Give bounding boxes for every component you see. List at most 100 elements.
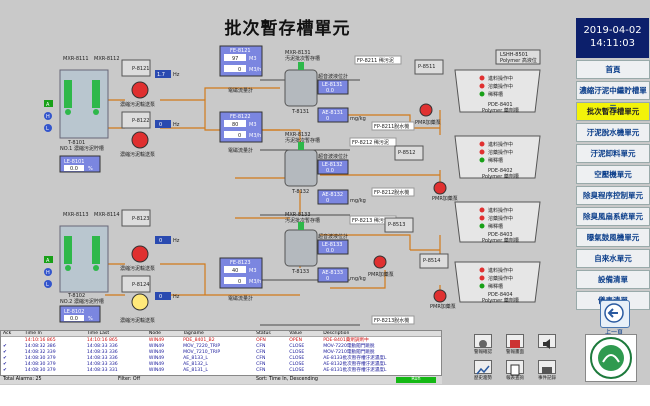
svg-text:T-8132: T-8132 xyxy=(291,189,309,195)
col-time-in[interactable]: Time In xyxy=(22,331,85,337)
alarm-summary-table[interactable]: Ack Time In Time Last Node Tagname Statu… xyxy=(0,330,442,376)
history-trend-icon xyxy=(476,365,490,375)
svg-text:H: H xyxy=(46,114,50,120)
svg-text:M3: M3 xyxy=(249,56,257,62)
batch-tank-8133[interactable]: MXR-8133 汚泥批次暫存槽 T-8133 超音波液位計 LE-8133 0… xyxy=(284,212,366,283)
svg-text:PMR加藥泵: PMR加藥泵 xyxy=(432,195,458,202)
batch-tank-8131[interactable]: MXR-8131 汚泥批次暫存槽 T-8131 超音波液位計 LE-8131 0… xyxy=(284,50,366,123)
pde-tank-8404[interactable]: 進料操作中 溶藥操作中 稀釋槽 PDE-8404 Polymer 藥劑槽 xyxy=(454,261,541,304)
mixer-8131-icon xyxy=(298,62,304,70)
tool-buttons: 警報確認 警報畫面 歷史趨勢 報表查詢 事件記錄 xyxy=(466,334,576,384)
pmr-pump-8514[interactable]: P-8514 PMR加藥泵 xyxy=(419,253,456,310)
svg-text:T-8131: T-8131 xyxy=(291,109,309,115)
mixer-8111-icon[interactable] xyxy=(64,80,72,108)
col-description[interactable]: Description xyxy=(321,331,441,337)
report-button[interactable] xyxy=(506,360,524,376)
svg-text:LE-8132: LE-8132 xyxy=(322,162,342,168)
alarm-ack-icon xyxy=(479,340,487,348)
mixer-8112-icon[interactable] xyxy=(92,80,100,108)
fp-labels: FP-8211 稀污泥 FP-8212 稀污泥 FP-8213 稀污泥 FP-8… xyxy=(349,55,415,325)
svg-text:1.7: 1.7 xyxy=(157,72,165,78)
mixer-8114-icon[interactable] xyxy=(92,236,100,264)
total-alarms: Total Alarms: 25 xyxy=(3,377,42,382)
nav-batch-storage[interactable]: 批次暫存槽單元 xyxy=(576,102,650,121)
pmr-pump-8511[interactable]: P-8511 PMR加藥泵 xyxy=(414,59,444,126)
nav-tap-water[interactable]: 自來水單元 xyxy=(576,249,650,268)
svg-text:濃縮污泥輸送泵: 濃縮污泥輸送泵 xyxy=(120,265,155,272)
alarm-screen-icon xyxy=(510,340,520,348)
mixer-8113-icon[interactable] xyxy=(64,236,72,264)
pump-8124[interactable]: P-8124 0 Hz 濃縮污泥輸送泵 xyxy=(120,275,180,324)
col-time-last[interactable]: Time Last xyxy=(84,331,147,337)
flowmeter-8121: FE-8121 97 M3 0 M3/h 電磁流量計 xyxy=(219,45,263,94)
nav-deodor-ctrl[interactable]: 除臭程序控制單元 xyxy=(576,186,650,205)
svg-text:FP-8211脫水機: FP-8211脫水機 xyxy=(374,123,409,130)
alarm-ack-button[interactable] xyxy=(474,334,492,348)
batch-tank-8132[interactable]: MXR-8132 汚泥批次暫存槽 T-8132 超音波液位計 LE-8132 0… xyxy=(284,132,366,205)
pmr-pump-8512[interactable]: P-8512 PMR加藥泵 xyxy=(394,145,458,202)
svg-text:Polymer 藥劑槽: Polymer 藥劑槽 xyxy=(482,237,519,244)
back-arrow-icon xyxy=(604,303,624,323)
col-node[interactable]: Node xyxy=(146,331,182,337)
svg-text:超音波液位計: 超音波液位計 xyxy=(318,233,348,240)
svg-text:進料操作中: 進料操作中 xyxy=(488,207,513,214)
pmr-8512-status-icon xyxy=(433,181,447,195)
col-tagname[interactable]: Tagname xyxy=(181,331,255,337)
col-status[interactable]: Status xyxy=(254,331,288,337)
svg-text:稀釋槽: 稀釋槽 xyxy=(488,157,503,164)
nav-aeration-blower[interactable]: 曝氣鼓風機單元 xyxy=(576,228,650,247)
alarm-screen-button[interactable] xyxy=(506,334,524,348)
svg-text:濃縮污泥輸送泵: 濃縮污泥輸送泵 xyxy=(120,151,155,158)
pump-8123[interactable]: P-8123 0 Hz 濃縮污泥輸送泵 xyxy=(120,209,180,272)
svg-text:FP-8212 稀污泥: FP-8212 稀污泥 xyxy=(352,139,389,146)
nav-unloading[interactable]: 汙泥卸料單元 xyxy=(576,144,650,163)
svg-text:mg/kg: mg/kg xyxy=(350,116,366,122)
svg-text:電磁流量計: 電磁流量計 xyxy=(228,147,253,154)
svg-text:MXR-8132: MXR-8132 xyxy=(285,132,311,138)
svg-text:FP-8213 稀污泥: FP-8213 稀污泥 xyxy=(352,217,389,224)
svg-text:PMR加藥泵: PMR加藥泵 xyxy=(415,119,441,126)
nav-equipment-list[interactable]: 設備清單 xyxy=(576,270,650,289)
nav-air-compressor[interactable]: 空壓機單元 xyxy=(576,165,650,184)
nav-thick-sludge[interactable]: 濃縮汙泥中繼貯槽單元 xyxy=(576,81,650,113)
nav-deodor-fan[interactable]: 除臭風扇系統單元 xyxy=(576,207,650,226)
lshh-8501: LSHH-8501 Polymer 高液位 xyxy=(495,49,541,65)
back-button[interactable] xyxy=(600,300,630,328)
svg-text:稀釋槽: 稀釋槽 xyxy=(488,91,503,98)
tank-name-8101: NO.1 濃縮污泥貯槽 xyxy=(60,145,104,152)
alarm-status-bar: Total Alarms: 25 Filter: Off Sort: Time … xyxy=(0,376,442,384)
svg-text:汚泥批次暫存槽: 汚泥批次暫存槽 xyxy=(285,217,320,224)
svg-text:M3/h: M3/h xyxy=(249,133,261,139)
svg-text:進料操作中: 進料操作中 xyxy=(488,267,513,274)
pump-8121[interactable]: P-8121 1.7 Hz 濃縮污泥輸送泵 xyxy=(120,59,180,108)
svg-text:溶藥操作中: 溶藥操作中 xyxy=(488,149,513,156)
report-icon xyxy=(510,364,520,376)
pde-tank-8401[interactable]: 進料操作中 溶藥操作中 稀釋槽 PDE-8401 Polymer 藥劑槽 xyxy=(454,69,541,114)
svg-text:AE-8132: AE-8132 xyxy=(322,192,343,198)
footer-margin xyxy=(0,385,650,406)
svg-text:超音波液位計: 超音波液位計 xyxy=(318,73,348,80)
svg-text:PDE-8401: PDE-8401 xyxy=(488,102,513,108)
svg-text:P-8512: P-8512 xyxy=(398,150,415,156)
svg-text:0: 0 xyxy=(159,238,162,244)
alarm-mute-button[interactable] xyxy=(538,334,556,349)
nav-dewatering[interactable]: 汙泥脫水機單元 xyxy=(576,123,650,142)
col-value[interactable]: Value xyxy=(287,331,322,337)
pde-tank-8403[interactable]: 進料操作中 溶藥操作中 稀釋槽 PDE-8403 Polymer 藥劑槽 xyxy=(454,201,541,244)
nav-home[interactable]: 首頁 xyxy=(576,60,650,79)
event-log-button[interactable] xyxy=(538,360,556,374)
pump-8122[interactable]: P-8122 0 Hz 濃縮污泥輸送泵 xyxy=(120,111,180,158)
pde-tank-8402[interactable]: 進料操作中 溶藥操作中 稀釋槽 PDE-8402 Polymer 藥劑槽 xyxy=(454,135,541,180)
svg-text:P-8511: P-8511 xyxy=(418,64,435,70)
flow-8121-rate: 0 xyxy=(238,67,241,73)
col-ack[interactable]: Ack xyxy=(1,331,23,337)
pmr-pump-8513[interactable]: P-8513 PMR加藥泵 xyxy=(368,217,414,278)
history-trend-button[interactable] xyxy=(474,360,492,375)
flowmeter-8122: FE-8122 80 M3 0 M3/h 電磁流量計 xyxy=(219,111,263,154)
